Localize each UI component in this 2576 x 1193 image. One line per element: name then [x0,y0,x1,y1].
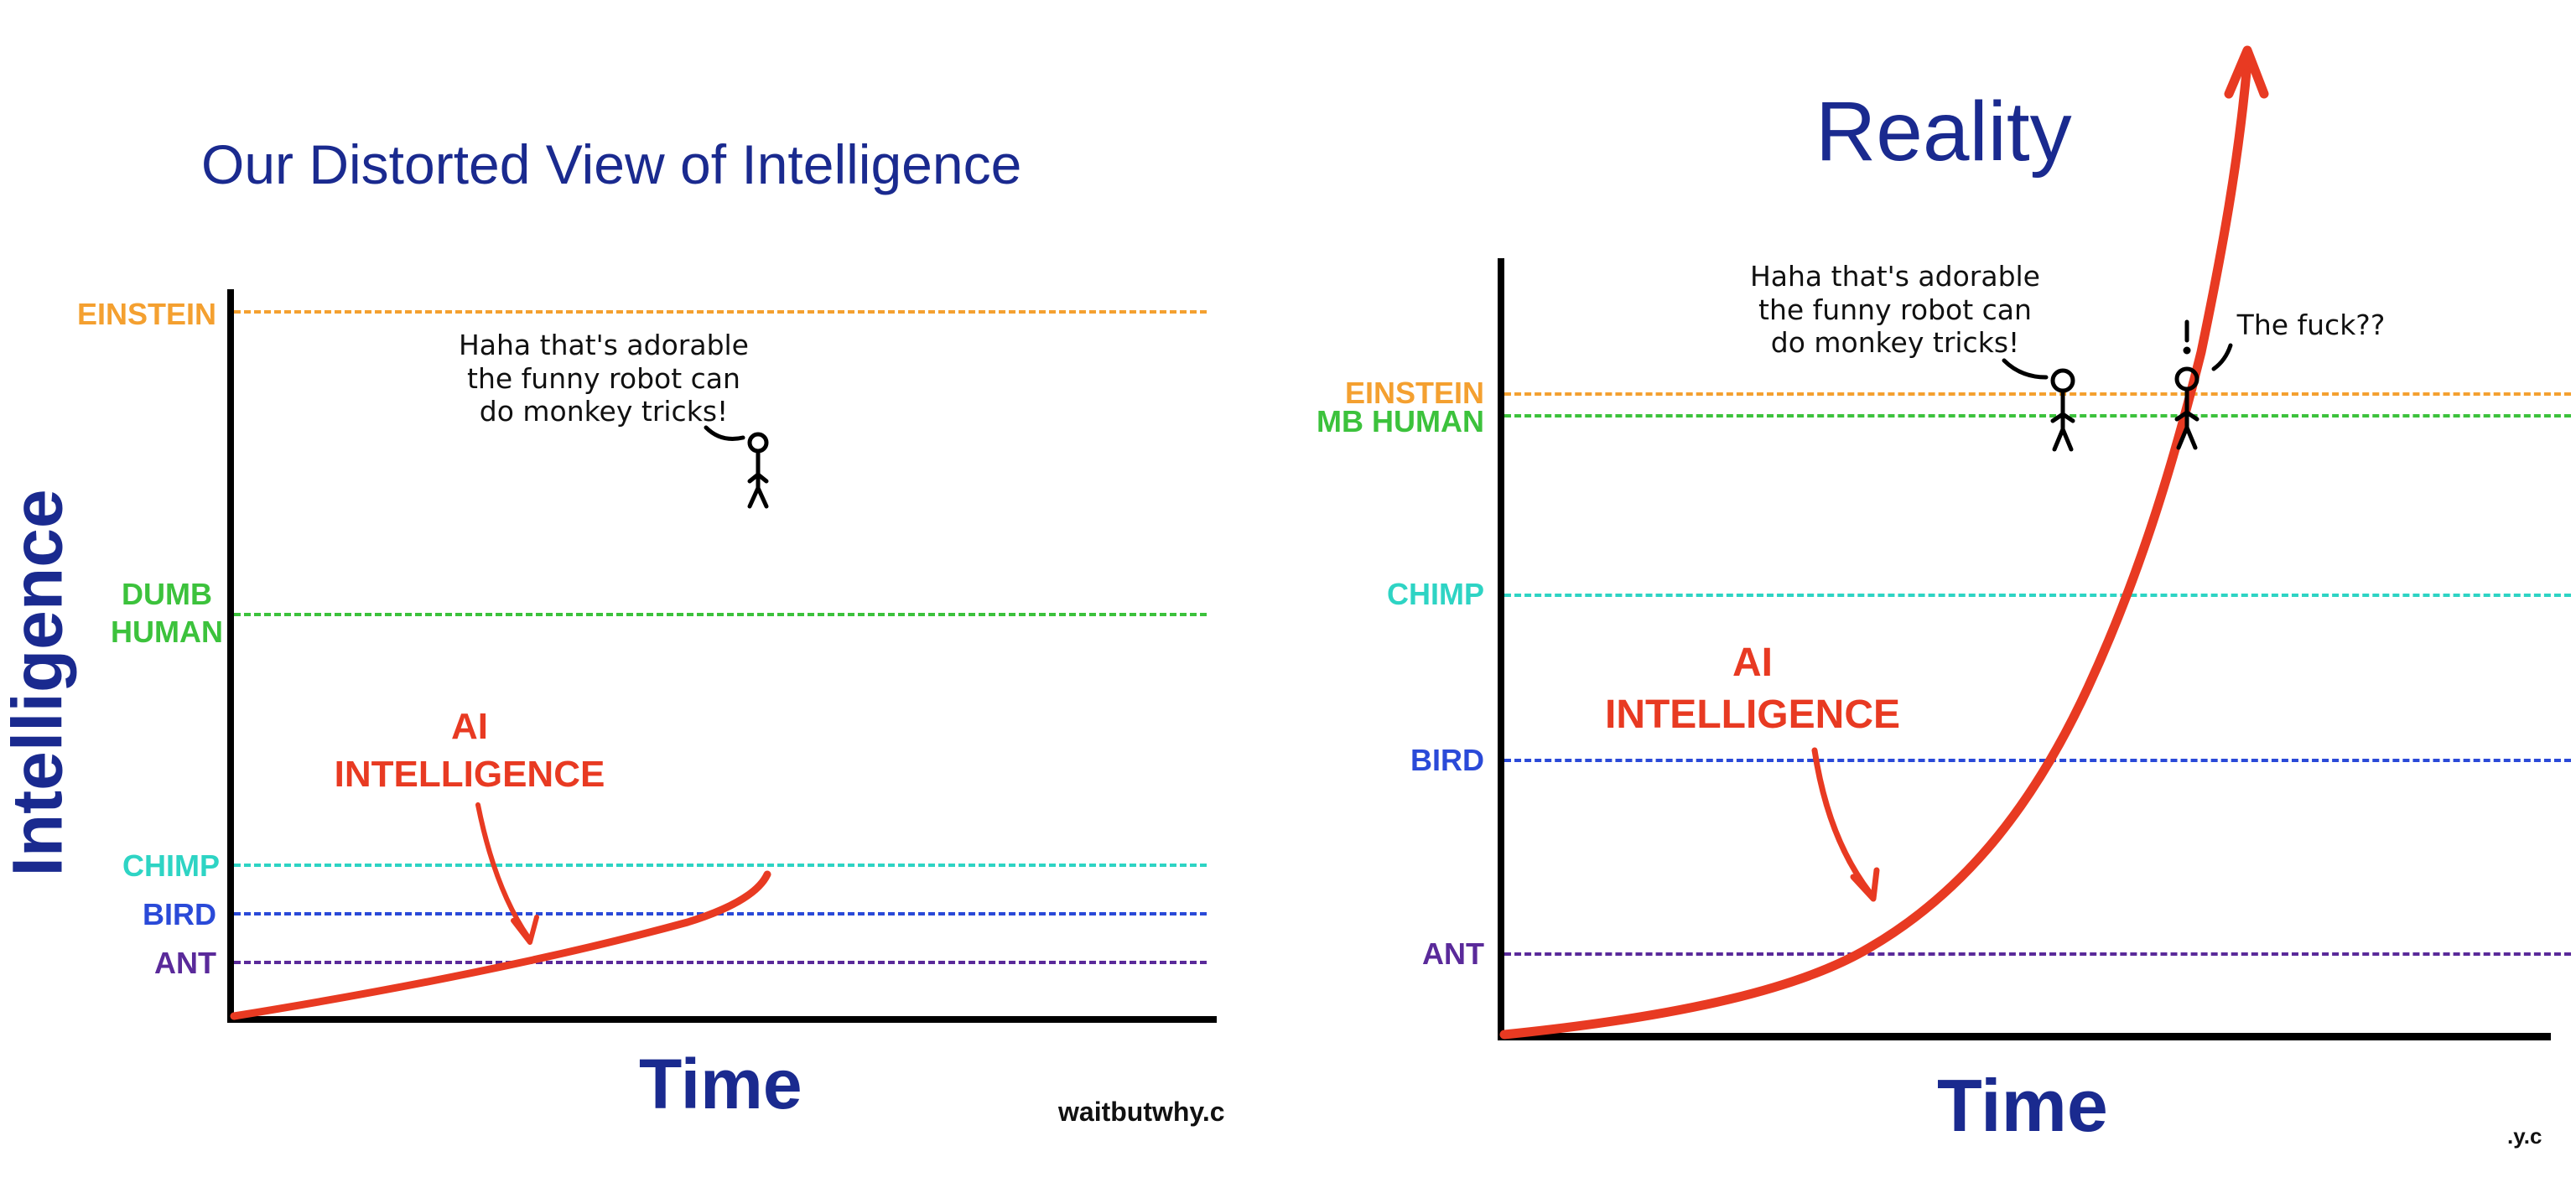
left-einstein-line [234,310,1207,314]
right-dumb-human-label: MB HUMAN [1317,404,1484,438]
right-stick-figure-1 [2002,358,2075,452]
right-drawing-layer [1499,45,2269,1040]
left-dumb-human-line [234,613,1207,616]
left-ai-curve [230,870,771,1020]
left-einstein-label: EINSTEIN [76,297,216,331]
right-ai-intelligence-label: AI INTELLIGENCE [1604,641,1900,738]
right-speech-bubble-2: The fuck?? [2236,309,2386,341]
right-chimp-label: CHIMP [1387,577,1484,611]
right-chart-title: Reality [1815,85,2072,179]
right-ai-arrowhead [2224,45,2269,99]
right-dumb-human-line [1504,414,2571,418]
left-chimp-line [234,864,1207,867]
right-speech-bubble-1: Haha that's adorable the funny robot can… [1749,260,2040,360]
right-bird-label: BIRD [1410,743,1484,777]
left-ai-intelligence-label: AI INTELLIGENCE [334,706,605,796]
left-x-axis [227,1016,1217,1023]
right-credit: .y.c [2507,1123,2542,1149]
right-ai-arrowhead-small [1850,867,1880,902]
left-drawing-layer [230,425,771,1020]
left-speech-bubble: Haha that's adorable the funny robot can… [458,329,749,428]
left-x-axis-label: Time [639,1045,802,1123]
right-einstein-label: EINSTEIN [1344,376,1484,410]
left-dumb-human-label: DUMB HUMAN [111,577,223,649]
left-ant-line [234,961,1207,964]
left-stick-figure [704,425,769,509]
right-ant-line [1504,952,2571,956]
right-y-axis [1498,258,1504,1038]
left-ai-arrowhead [511,915,539,945]
left-y-axis [227,289,234,1023]
left-chart-title: Our Distorted View of Intelligence [201,133,1022,195]
left-chimp-label: CHIMP [122,848,220,883]
left-ai-arrow [475,802,531,940]
right-chimp-line [1504,594,2571,597]
right-ai-curve [1499,58,2252,1040]
right-bird-line [1504,759,2571,762]
left-ant-label: ANT [154,946,216,980]
right-x-axis [1498,1033,2551,1040]
right-ai-arrow [1811,747,1873,896]
right-chart-panel: Reality EINSTEIN MB HUMAN CHIMP BIRD ANT… [1283,0,2576,1193]
right-x-axis-label: Time [1937,1064,2108,1147]
left-bird-label: BIRD [143,897,216,931]
left-chart-panel: Our Distorted View of Intelligence Intel… [0,0,1241,1193]
right-stick-figure-2 [2174,319,2233,450]
left-credit: waitbutwhy.c [1058,1097,1225,1127]
right-ant-label: ANT [1422,936,1484,971]
right-einstein-line [1504,392,2571,396]
